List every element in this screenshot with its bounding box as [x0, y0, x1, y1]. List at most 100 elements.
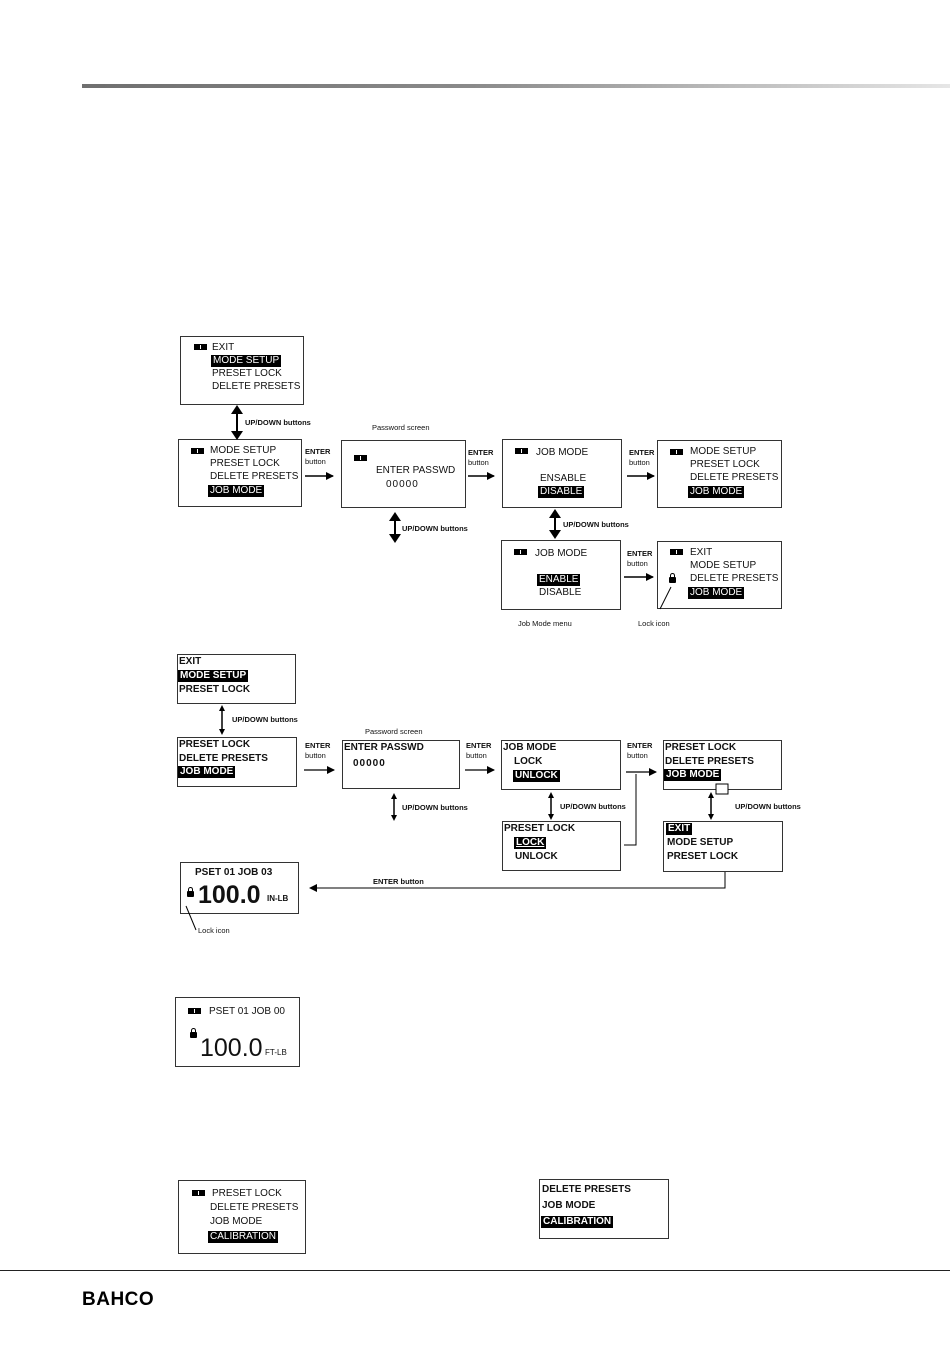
option: DISABLE [539, 587, 582, 598]
button-word: button [305, 457, 326, 466]
menu-item: PRESET LOCK [179, 684, 251, 695]
d1-screen-menu-locked: EXIT MODE SETUP DELETE PRESETS JOB MODE [657, 541, 782, 609]
menu-item-selected: JOB MODE [688, 486, 745, 498]
torque-value: 100.0 [198, 881, 261, 909]
lock-icon [187, 887, 194, 897]
enter-label: ENTER button [468, 448, 493, 468]
password-title: ENTER PASSWD [344, 742, 424, 753]
d2-screen-torque-display: PSET 01 JOB 03 100.0 IN-LB [180, 862, 299, 914]
enter-word: ENTER [305, 447, 331, 456]
battery-icon [670, 549, 683, 555]
option-selected: LOCK [514, 837, 547, 849]
up-down-arrow [548, 792, 554, 820]
menu-item: DELETE PRESETS [212, 381, 301, 392]
menu-item: EXIT [212, 342, 235, 353]
job-mode-title: JOB MODE [536, 447, 589, 458]
d1-screen-job-mode: JOB MODE ENSABLE DISABLE [502, 439, 622, 508]
menu-item-selected: JOB MODE [664, 769, 722, 781]
preset-lock-title: PRESET LOCK [504, 823, 576, 834]
option: ENSABLE [540, 473, 587, 484]
button-word: button [627, 559, 648, 568]
menu-item: EXIT [690, 547, 713, 558]
lock-icon [669, 573, 676, 583]
torque-unit: IN-LB [267, 894, 289, 903]
option-selected: DISABLE [538, 486, 585, 498]
enter-label: ENTER button [629, 448, 654, 468]
label-password-screen: Password screen [372, 423, 430, 432]
display-header: PSET 01 JOB 00 [209, 1006, 285, 1017]
label-up-down: UP/DOWN buttons [402, 803, 468, 812]
d2-screen-password: ENTER PASSWD 00000 [342, 740, 460, 789]
battery-icon [670, 449, 683, 455]
label-up-down: UP/DOWN buttons [563, 520, 629, 529]
menu-item: MODE SETUP [690, 560, 757, 571]
button-word: button [305, 751, 326, 760]
menu-item: MODE SETUP [210, 445, 277, 456]
menu-item-selected: JOB MODE [208, 485, 265, 497]
d2-screen-main-menu: EXIT MODE SETUP PRESET LOCK [177, 654, 296, 704]
button-word: button [466, 751, 487, 760]
enter-word: ENTER [468, 448, 494, 457]
menu-item: DELETE PRESETS [210, 471, 299, 482]
battery-icon [192, 1190, 205, 1196]
enter-word: ENTER [627, 741, 653, 750]
menu-item: PRESET LOCK [212, 1188, 282, 1199]
enter-word: ENTER [627, 549, 653, 558]
d2-screen-menu-result: PRESET LOCK DELETE PRESETS JOB MODE [663, 740, 782, 790]
d1-screen-password: ENTER PASSWD 00000 [341, 440, 466, 508]
up-down-arrow [219, 705, 225, 735]
menu-item: PRESET LOCK [667, 851, 739, 862]
menu-item-selected: EXIT [666, 823, 693, 835]
enter-label: ENTER button [627, 741, 652, 761]
option: LOCK [514, 756, 543, 767]
label-enter-button: ENTER button [373, 877, 424, 886]
menu-item-selected: MODE SETUP [178, 670, 249, 682]
menu-item: PRESET LOCK [179, 739, 251, 750]
d2-screen-preset-lock: PRESET LOCK LOCK UNLOCK [502, 821, 621, 871]
menu-item: PRESET LOCK [212, 368, 282, 379]
job-mode-title: JOB MODE [535, 548, 588, 559]
enter-label: ENTER button [627, 549, 652, 569]
menu-item: JOB MODE [210, 1216, 263, 1227]
header-rule [82, 84, 950, 88]
password-title: ENTER PASSWD [376, 465, 456, 476]
menu-item: DELETE PRESETS [179, 753, 268, 764]
label-lock-icon: Lock icon [638, 619, 670, 628]
d2-screen-menu-locked: EXIT MODE SETUP PRESET LOCK [663, 821, 783, 872]
label-job-mode-menu: Job Mode menu [518, 619, 572, 628]
battery-icon [188, 1008, 201, 1014]
menu-item: DELETE PRESETS [690, 472, 779, 483]
label-up-down: UP/DOWN buttons [245, 418, 311, 427]
button-word: button [468, 458, 489, 467]
up-down-arrow [389, 512, 401, 543]
menu-item-selected: CALIBRATION [208, 1231, 278, 1243]
enter-label: ENTER button [305, 741, 330, 761]
label-up-down: UP/DOWN buttons [560, 802, 626, 811]
label-up-down: UP/DOWN buttons [232, 715, 298, 724]
battery-icon [354, 455, 367, 461]
footer-rule [0, 1270, 950, 1271]
enter-word: ENTER [305, 741, 331, 750]
option-selected: ENABLE [537, 574, 581, 586]
password-value: 00000 [353, 758, 386, 769]
label-password-screen: Password screen [365, 727, 423, 736]
label-up-down: UP/DOWN buttons [735, 802, 801, 811]
menu-item: PRESET LOCK [210, 458, 280, 469]
menu-item-selected: JOB MODE [178, 766, 236, 778]
menu-item: DELETE PRESETS [690, 573, 779, 584]
lock-pointer [659, 586, 672, 610]
enter-word: ENTER [629, 448, 655, 457]
battery-icon [191, 448, 204, 454]
button-word: button [629, 458, 650, 467]
d2-screen-job-mode: JOB MODE LOCK UNLOCK [501, 740, 621, 790]
label-up-down: UP/DOWN buttons [402, 524, 468, 533]
torque-value: 100.0 [200, 1034, 263, 1062]
battery-icon [514, 549, 527, 555]
brand-logo: BAHCO [82, 1289, 155, 1310]
up-down-arrow [231, 405, 243, 440]
option-selected: UNLOCK [513, 770, 560, 782]
return-arrow [309, 872, 726, 892]
password-value: 00000 [386, 479, 419, 490]
enter-label: ENTER button [305, 447, 330, 467]
